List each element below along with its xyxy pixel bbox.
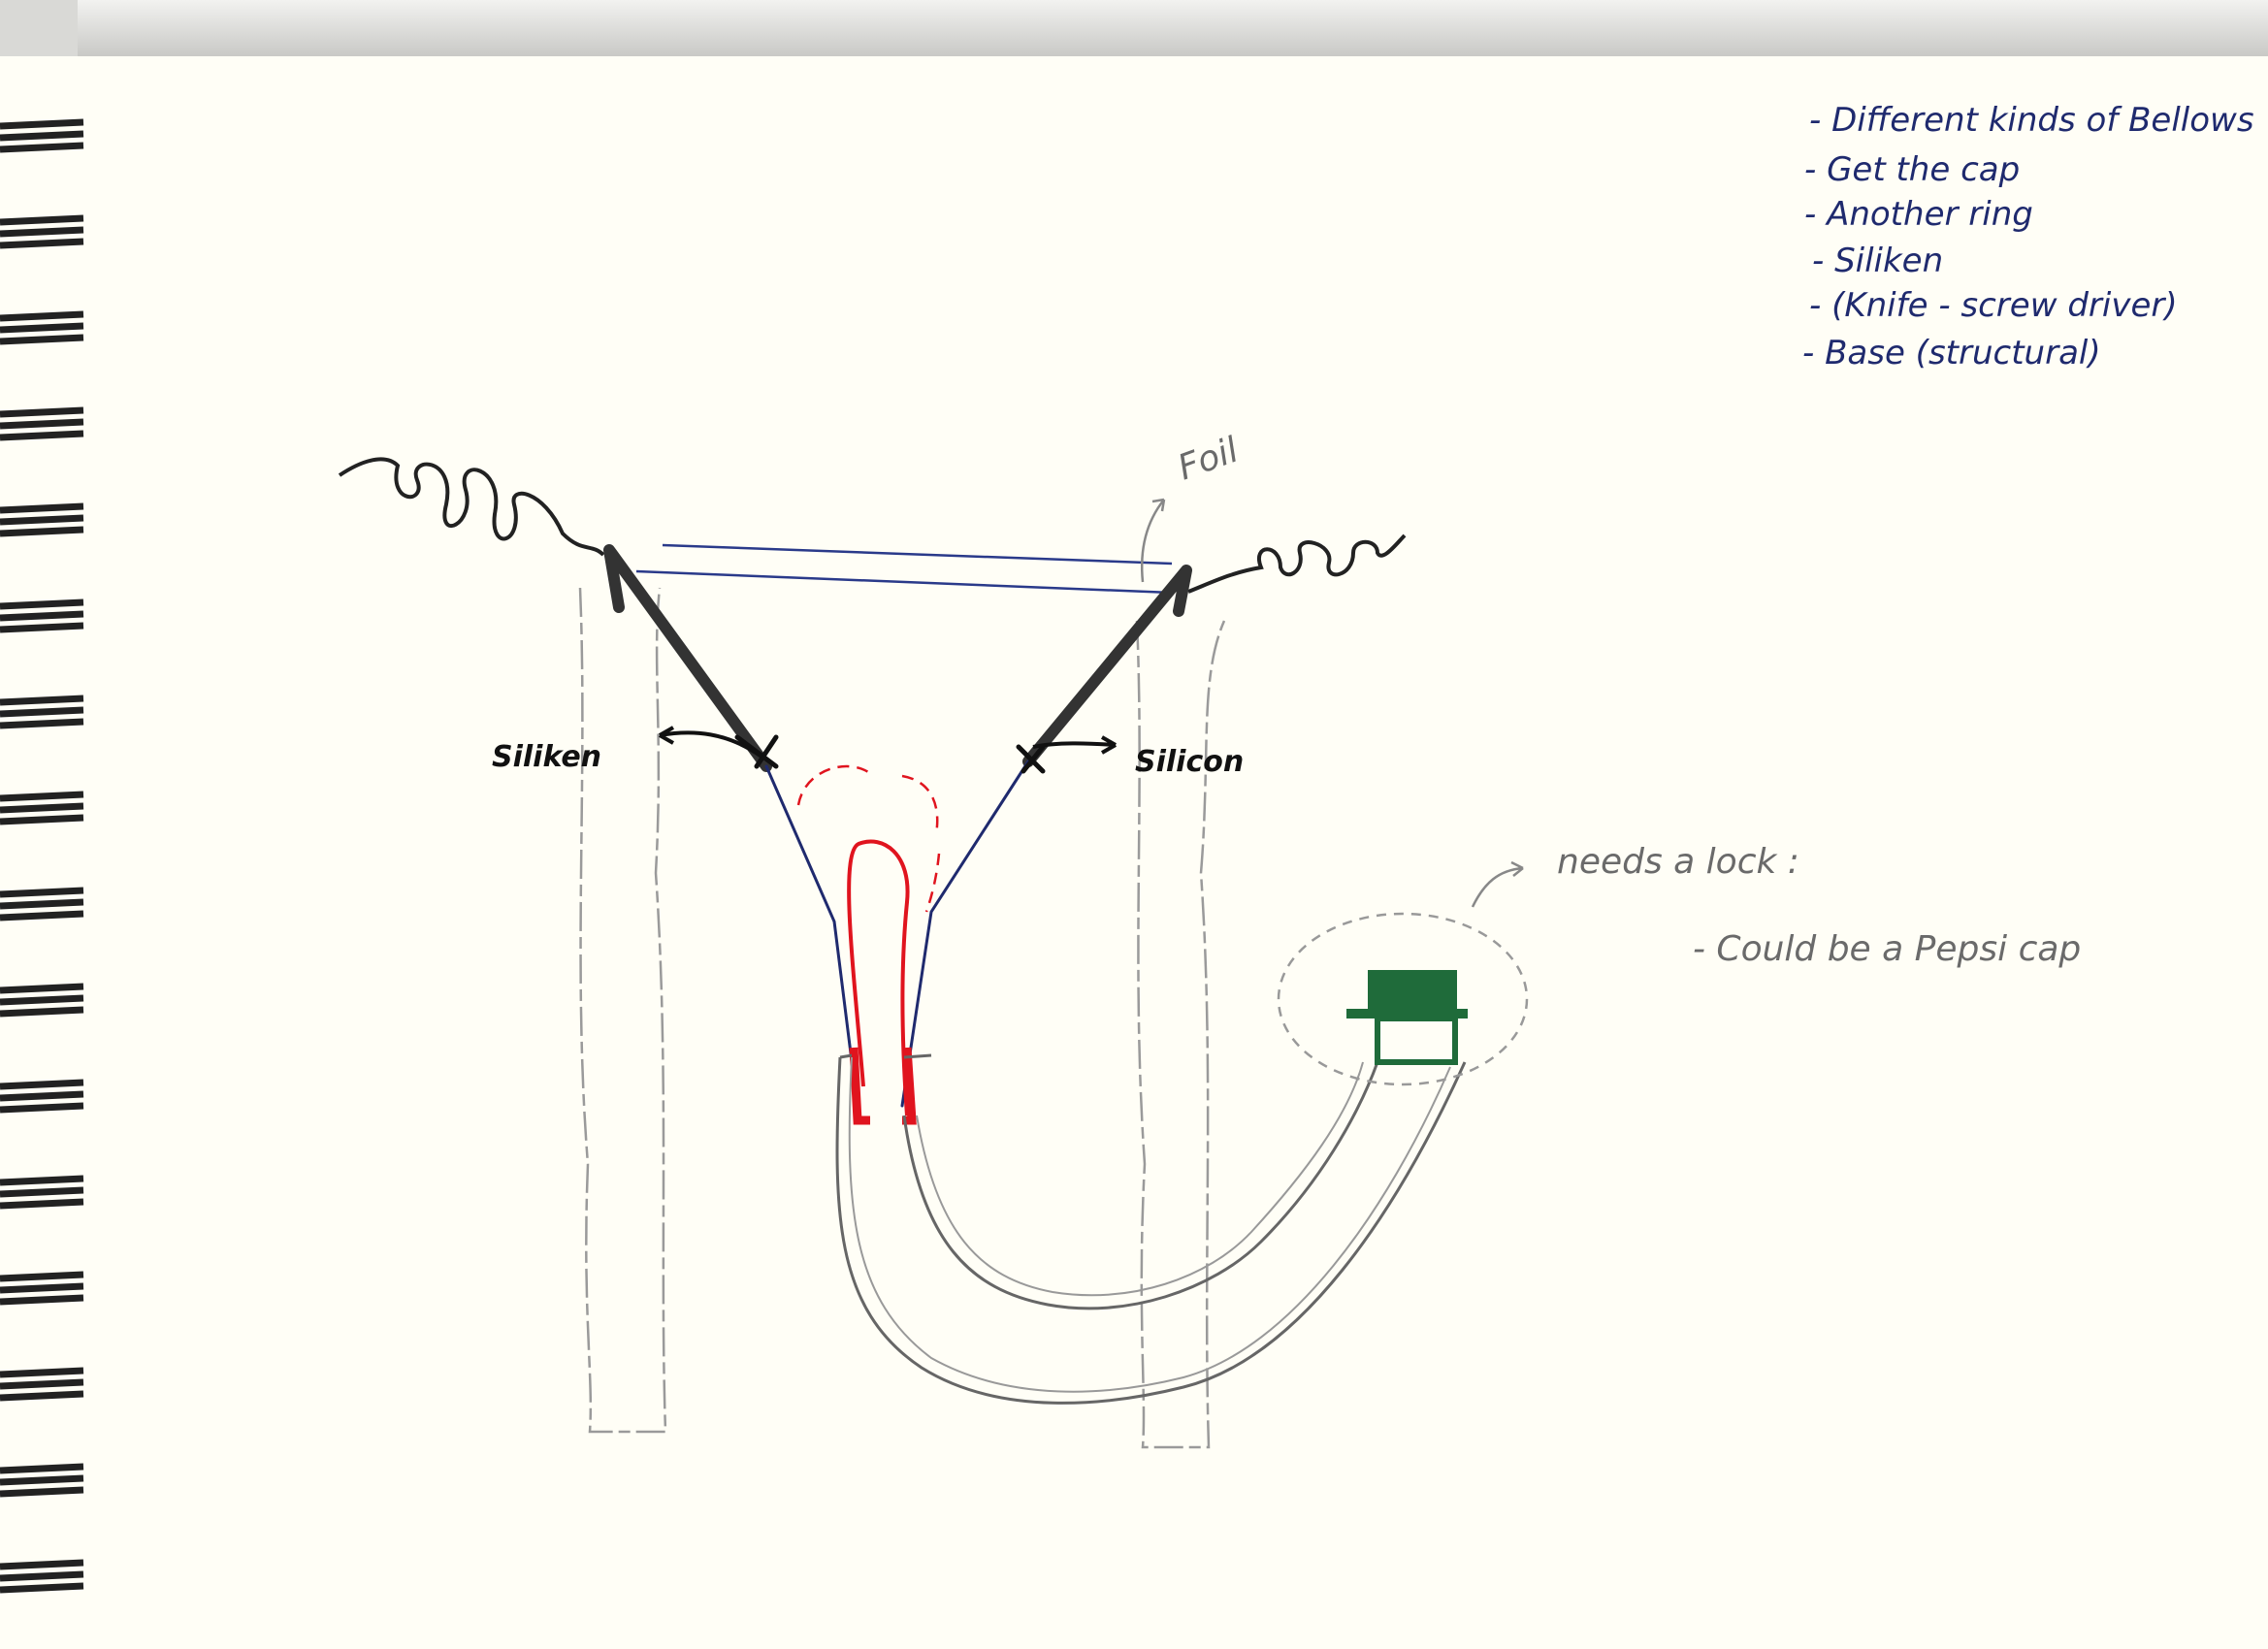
spiral-ring [0,994,84,1006]
spiral-ring [0,1570,84,1582]
todo-item: - Different kinds of Bellows [1809,101,2254,140]
spiral-ring [0,1463,84,1474]
spiral-ring [0,983,84,994]
silicone-right-label: Silicon [1135,745,1244,779]
spiral-ring [0,898,84,910]
spiral-ring [0,1282,84,1294]
spiral-ring [0,1175,84,1186]
lock-cloud [1277,912,1529,1086]
todo-item: - Get the cap [1804,150,2020,189]
spiral-ring [0,814,84,825]
todo-list: - Different kinds of Bellows - Get the c… [1802,101,2254,372]
spiral-ring [0,334,84,345]
spiral-ring [0,430,84,441]
silicone-left-label: Siliken [492,740,601,774]
lock-arrow [1471,860,1524,908]
spiral-ring [0,406,84,418]
spiral-ring [0,310,84,322]
spiral-ring [0,1378,84,1390]
spiral-binding [0,118,84,1594]
left-spring [338,457,605,557]
spiral-ring [0,1186,84,1198]
spiral-ring [0,514,84,526]
todo-item: - Siliken [1812,242,1943,280]
spiral-ring [0,706,84,718]
spiral-ring [0,1486,84,1498]
spiral-ring [0,1559,84,1570]
spiral-ring [0,1582,84,1594]
right-post [1135,620,1226,1449]
hose [835,1053,1467,1405]
spiral-ring [0,1079,84,1090]
spiral-ring [0,791,84,802]
spiral-ring [0,718,84,729]
spiral-ring [0,610,84,622]
spiral-ring [0,802,84,814]
green-cap [1346,970,1468,1065]
spiral-ring [0,502,84,514]
pepsi-cap-note: - Could be a Pepsi cap [1693,929,2081,969]
funnel [603,544,1192,1108]
todo-item: - Another ring [1804,195,2033,234]
left-post [578,587,667,1434]
foil-arrow [1140,498,1166,583]
scan-edge [78,0,2268,56]
todo-item: - (Knife - screw driver) [1809,286,2178,325]
needs-lock-note: needs a lock : [1557,842,1799,882]
right-spring [1187,534,1407,594]
red-bulb [796,764,941,1125]
spiral-ring [0,1474,84,1486]
spiral-ring [0,598,84,610]
spiral-ring [0,226,84,238]
spiral-ring [0,695,84,706]
spiral-ring [0,887,84,898]
spiral-ring [0,1367,84,1378]
spiral-ring [0,1198,84,1210]
silicone-left-arrow [659,726,763,759]
spiral-ring [0,1271,84,1282]
spiral-ring [0,118,84,130]
foil-label: Foil [1173,430,1244,488]
foil-sheet [635,543,1173,595]
spiral-ring [0,1294,84,1306]
spiral-ring [0,322,84,334]
spiral-ring [0,1006,84,1018]
spiral-ring [0,1090,84,1102]
sketchbook-page [0,56,2268,1649]
spiral-ring [0,418,84,430]
spiral-ring [0,622,84,633]
spiral-ring [0,130,84,142]
silicone-right-arrow [1032,735,1117,755]
spiral-ring [0,1102,84,1114]
spiral-ring [0,1390,84,1402]
spiral-ring [0,526,84,537]
spiral-ring [0,142,84,153]
spiral-ring [0,910,84,922]
spiral-ring [0,214,84,226]
spiral-ring [0,238,84,249]
todo-item: - Base (structural) [1802,334,2101,372]
